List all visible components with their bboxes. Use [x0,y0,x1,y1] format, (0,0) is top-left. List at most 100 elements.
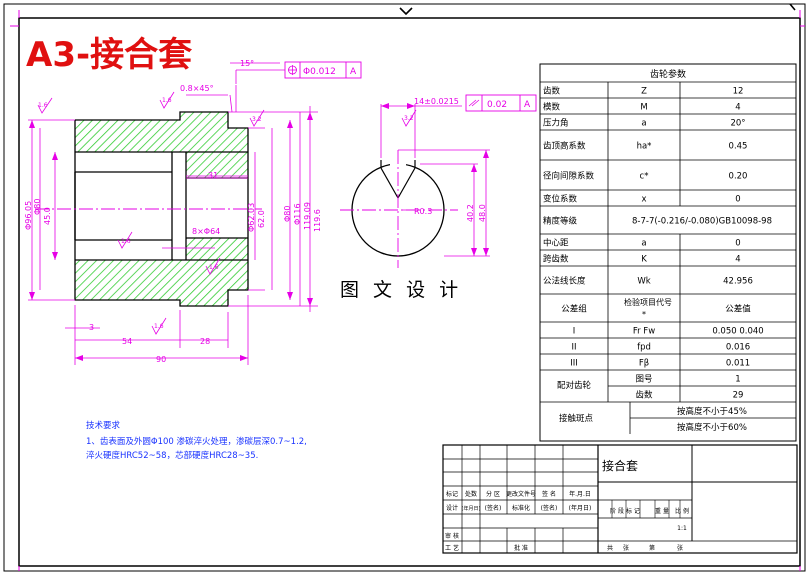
outer-border [3,3,806,572]
param-symbol: K [641,255,647,265]
group-value: 0.050 0.040 [712,327,763,337]
tb-label: 年.月.日 [569,490,591,498]
end-dimensions [380,104,490,257]
rough-5: 3.2 [252,116,262,123]
group-id: II [571,343,576,353]
param-name: 齿数 [543,86,561,97]
watermark: 图 文 设 计 [340,279,462,301]
roughness-symbols [37,91,417,335]
group-header-code: 检验项目代号 [624,297,672,307]
param-symbol: Wk [637,277,650,287]
tb-sign2: (签名) [541,504,558,512]
dim-d6203: Φ62.03 [247,203,256,232]
param-name: 径向间隙系数 [543,171,595,182]
title-block: 接合套标记处数分 区更改文件号签 名年.月.日设计(签名)标准化(签名)(年月日… [442,444,798,554]
param-symbol: x [641,195,646,205]
parallel-tolerance-frame: 0.02 A [465,94,537,112]
group-code: Fβ [639,359,649,369]
param-symbol: ha* [637,142,652,152]
param-value: 0.20 [729,172,748,182]
tb-design: 设计 [446,504,458,512]
dim-d116: Φ116 [293,203,302,225]
param-value: 4 [735,103,740,113]
tb-approve: 批 准 [514,544,528,552]
part-name: 接合套 [602,458,638,473]
dim-angle: 15° [240,59,254,68]
tb-scale-label: 比 例 [675,507,689,515]
technical-notes: 技术要求 1、齿表面及外圆Φ100 渗碳淬火处理，渗碳层深0.7~1.2, 淬火… [86,420,307,461]
upper-hatch [75,112,248,152]
tb-sheet: 张 [677,544,683,552]
dimension-arrows [29,112,313,361]
dim-31: 31 [208,171,218,180]
position-datum: A [350,67,357,77]
pair-value: 29 [733,391,744,401]
dim-62: 62.0 [257,210,266,228]
pair-value: 1 [735,375,740,385]
end-dim-texts: 14±0.0215 R0.3 40.2 48.0 3.2 [404,97,487,222]
section-dim-texts: 0.8×45° 15° 1.6 1.6 1.6 1.6 3.2 1.6 31 8… [24,59,322,364]
tb-scale: 1:1 [677,525,687,532]
lower-hatch [75,260,248,306]
dim-54: 54 [122,337,132,346]
tb-label: 标记 [446,490,458,498]
tb-label: 更改文件号 [506,490,536,498]
param-name: 压力角 [543,118,569,129]
param-combined: 8-7-7(-0.216/-0.080)GB10098-98 [632,217,772,227]
position-value: Φ0.012 [303,67,336,77]
group-value: 0.011 [726,359,750,369]
inner-border [18,17,801,567]
section-view: 0.8×45° 15° 1.6 1.6 1.6 1.6 3.2 1.6 31 8… [24,59,417,365]
pair-label: 配对齿轮 [557,380,592,391]
rough-6: 1.6 [162,97,172,104]
parallel-value: 0.02 [487,100,507,110]
tb-review: 审 核 [445,532,459,540]
tb-date2: (年月日) [569,504,592,512]
param-name: 变位系数 [543,194,578,205]
end-dim-arrows [381,103,489,256]
tb-stage: 阶 段 标 记 [610,507,640,515]
dim-402: 40.2 [466,204,475,222]
param-value: 0 [735,239,740,249]
param-name: 齿顶高系数 [543,141,586,152]
tb-sheet: 张 [623,544,629,552]
params-title: 齿轮参数 [650,68,686,80]
param-symbol: a [641,239,646,249]
tb-label: 分 区 [486,490,500,498]
param-name: 模数 [543,102,561,113]
param-value: 0.45 [729,142,748,152]
group-code: Fr Fw [633,327,655,337]
param-name: 公法线长度 [543,276,586,287]
param-value: 0 [735,195,740,205]
param-symbol: M [640,103,647,113]
dim-d80: Φ80 [33,199,42,215]
contact-value: 按高度不小于60% [677,422,747,433]
dim-d80b: Φ80 [283,206,292,222]
dim-1196: 119.6 [313,209,322,232]
dim-width-14: 14±0.0215 [414,97,459,106]
notes-line-2: 淬火硬度HRC52~58，芯部硬度HRC28~35. [86,450,258,461]
dim-3: 3 [89,323,94,332]
param-name: 精度等级 [543,216,578,227]
param-value: 12 [733,87,744,97]
contact-label: 接触斑点 [559,413,594,424]
param-name: 跨齿数 [543,254,569,265]
notes-line-1: 1、齿表面及外圆Φ100 渗碳淬火处理，渗碳层深0.7~1.2, [86,436,307,447]
dim-45: 45.0 [43,207,52,225]
tb-craft: 工 艺 [445,544,459,552]
param-value: 42.956 [723,277,753,287]
contact-value: 按高度不小于45% [677,406,747,417]
hub-hatch-bottom [172,238,248,260]
tb-sheet: 共 [607,544,613,552]
rough-1: 1.6 [38,102,48,109]
param-symbol: Z [641,87,647,97]
tb-sheet: 第 [649,544,655,552]
position-tolerance-frame: Φ0.012 A [235,61,362,84]
group-id: I [573,327,576,337]
notes-heading: 技术要求 [86,420,121,431]
param-value: 20° [730,119,745,129]
dim-chamfer: 0.8×45° [180,84,214,93]
